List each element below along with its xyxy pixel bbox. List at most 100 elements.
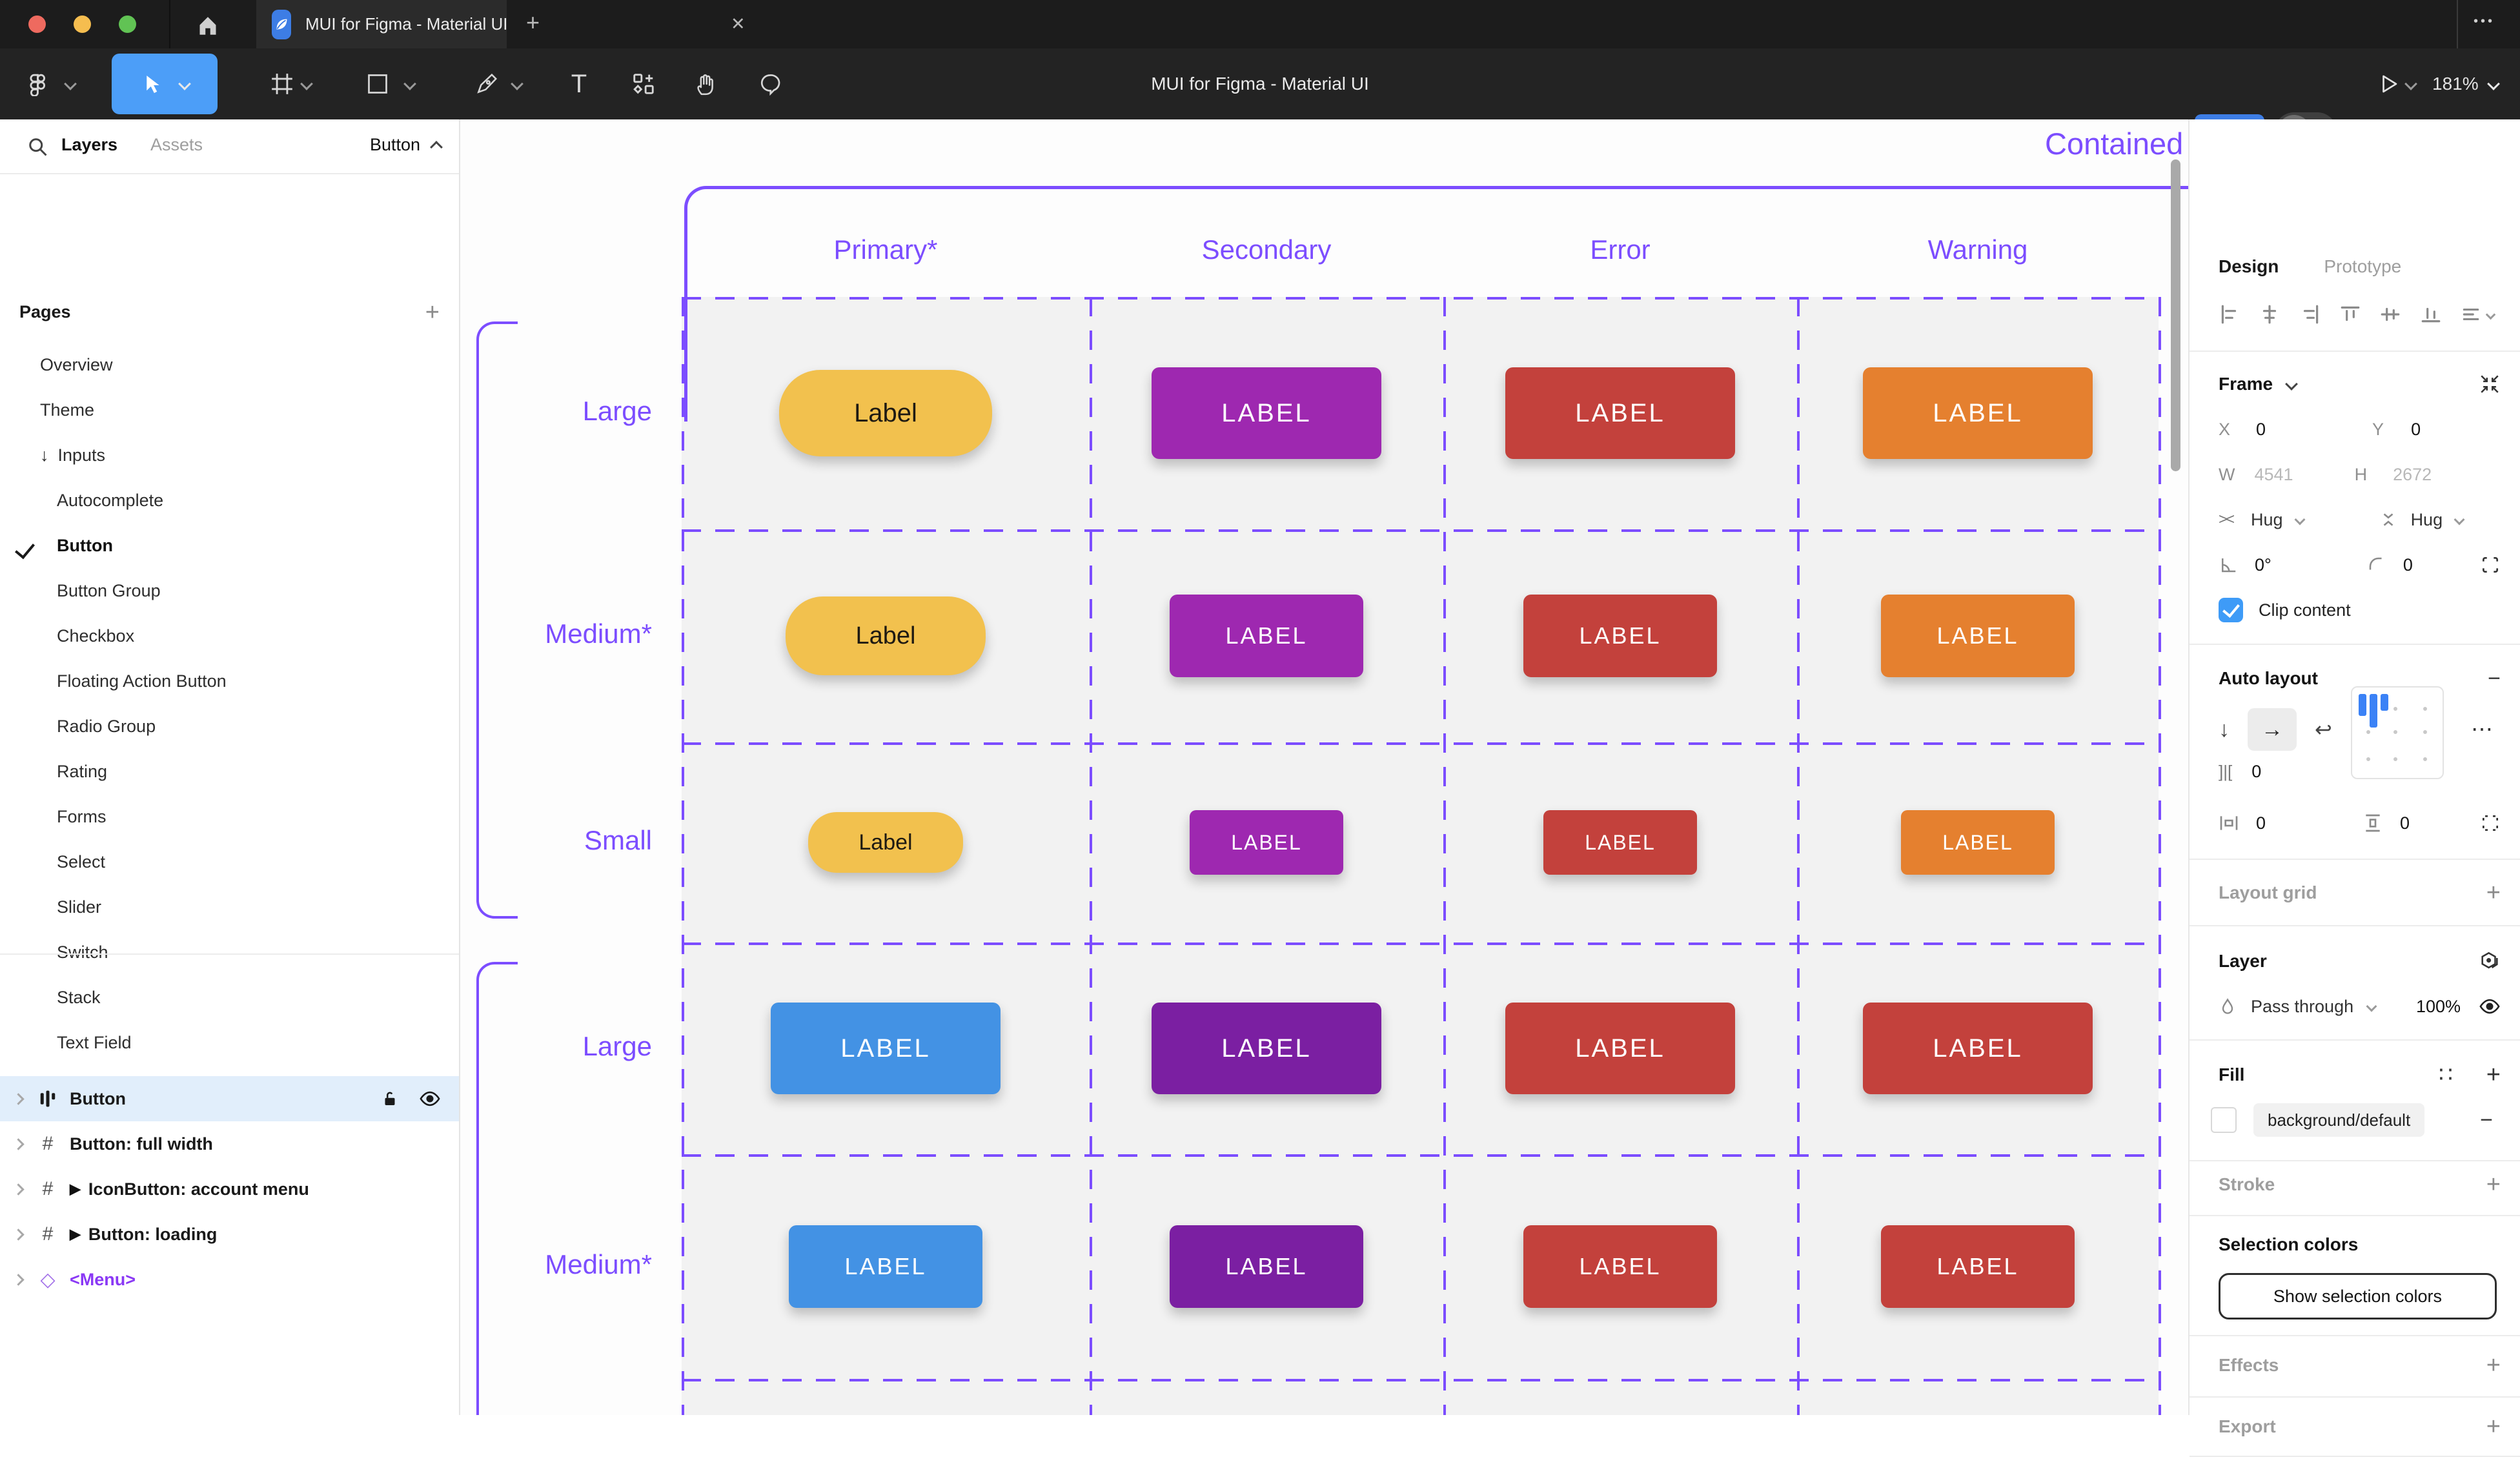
zoom-control[interactable]: 181% bbox=[2432, 48, 2498, 119]
distribute-menu-icon[interactable] bbox=[2460, 303, 2494, 325]
add-page-icon[interactable]: + bbox=[425, 306, 440, 319]
sidebar-page-switch[interactable]: Switch bbox=[0, 930, 459, 975]
x-value[interactable]: 0 bbox=[2256, 420, 2266, 440]
minimize-window-button[interactable] bbox=[74, 15, 91, 33]
new-tab-icon[interactable]: + bbox=[526, 9, 540, 36]
rotation-value[interactable]: 0° bbox=[2255, 555, 2271, 575]
horizontal-padding-value[interactable]: 0 bbox=[2256, 813, 2266, 833]
canvas-button-medium-primary[interactable]: Label bbox=[786, 596, 986, 675]
actions-tool[interactable] bbox=[622, 48, 666, 119]
add-effect-icon[interactable]: + bbox=[2486, 1359, 2501, 1372]
sidebar-page-button[interactable]: Button bbox=[0, 523, 459, 568]
blend-mode-value[interactable]: Pass through bbox=[2251, 997, 2353, 1017]
canvas-button-medium-warning[interactable]: LABEL bbox=[1881, 595, 2075, 677]
sidebar-page-select[interactable]: Select bbox=[0, 839, 459, 884]
add-layout-grid-icon[interactable]: + bbox=[2486, 886, 2501, 899]
expand-chevron-icon[interactable] bbox=[12, 1183, 24, 1195]
hand-tool[interactable] bbox=[684, 48, 727, 119]
align-top-icon[interactable] bbox=[2339, 303, 2361, 325]
sidebar-page-text-field[interactable]: Text Field bbox=[0, 1020, 459, 1065]
tab-assets[interactable]: Assets bbox=[150, 135, 203, 155]
h-value[interactable]: 2672 bbox=[2393, 465, 2432, 485]
frame-type-label[interactable]: Frame bbox=[2219, 374, 2273, 394]
sidebar-page-overview[interactable]: Overview bbox=[0, 342, 459, 387]
layout-wrap-icon[interactable]: ↩ bbox=[2315, 717, 2332, 742]
layer-row-2[interactable]: #▶IconButton: account menu bbox=[0, 1167, 459, 1212]
remove-auto-layout-icon[interactable]: − bbox=[2488, 666, 2501, 691]
align-left-icon[interactable] bbox=[2219, 303, 2241, 325]
gap-value[interactable]: 0 bbox=[2251, 762, 2261, 782]
tab-prototype[interactable]: Prototype bbox=[2324, 256, 2401, 277]
layer-visibility-icon[interactable] bbox=[2479, 995, 2501, 1017]
tab-layers[interactable]: Layers bbox=[61, 135, 117, 155]
window-overflow-menu-icon[interactable]: ••• bbox=[2474, 14, 2495, 29]
canvas-scrollbar[interactable] bbox=[2171, 159, 2180, 471]
independent-corners-icon[interactable] bbox=[2480, 555, 2501, 575]
canvas-button-medium-warning[interactable]: LABEL bbox=[1881, 1225, 2075, 1308]
fill-styles-icon[interactable]: ∷ bbox=[2439, 1062, 2453, 1088]
fill-style-chip[interactable]: background/default bbox=[2253, 1103, 2424, 1137]
component-picker-chevron-icon[interactable] bbox=[430, 141, 443, 154]
sidebar-page-forms[interactable]: Forms bbox=[0, 794, 459, 839]
align-vertical-center-icon[interactable] bbox=[2379, 303, 2401, 325]
sidebar-page-slider[interactable]: Slider bbox=[0, 884, 459, 930]
layer-row-3[interactable]: #▶Button: loading bbox=[0, 1212, 459, 1257]
canvas-button-small-primary[interactable]: Label bbox=[808, 812, 963, 873]
remove-fill-icon[interactable]: − bbox=[2480, 1108, 2493, 1133]
canvas-button-large-error[interactable]: LABEL bbox=[1505, 367, 1735, 459]
sidebar-page-inputs[interactable]: ↓Inputs bbox=[0, 433, 459, 478]
show-selection-colors-button[interactable]: Show selection colors bbox=[2219, 1273, 2497, 1319]
shape-tool[interactable] bbox=[357, 48, 398, 119]
frame-tool-chevron-icon[interactable] bbox=[298, 48, 315, 119]
clip-content-checkbox[interactable] bbox=[2219, 598, 2243, 622]
add-stroke-icon[interactable]: + bbox=[2486, 1178, 2501, 1191]
layer-row-0[interactable]: Button bbox=[0, 1076, 459, 1121]
tab-design[interactable]: Design bbox=[2219, 256, 2279, 277]
canvas-button-medium-error[interactable]: LABEL bbox=[1523, 595, 1717, 677]
canvas-button-large-primary[interactable]: LABEL bbox=[771, 1003, 1001, 1094]
expand-chevron-icon[interactable] bbox=[12, 1093, 24, 1105]
layout-vertical-icon[interactable]: ↓ bbox=[2219, 717, 2230, 742]
move-tool[interactable] bbox=[112, 54, 218, 114]
active-tab[interactable]: MUI for Figma - Material UI ✕ bbox=[256, 0, 507, 48]
canvas-button-large-primary[interactable]: Label bbox=[779, 370, 992, 456]
canvas-button-large-secondary[interactable]: LABEL bbox=[1152, 367, 1381, 459]
expand-chevron-icon[interactable] bbox=[12, 1228, 24, 1240]
auto-layout-more-icon[interactable]: ⋯ bbox=[2471, 717, 2494, 742]
close-window-button[interactable] bbox=[28, 15, 46, 33]
present-chevron-icon[interactable] bbox=[2403, 48, 2419, 119]
y-value[interactable]: 0 bbox=[2411, 420, 2421, 440]
expand-chevron-icon[interactable] bbox=[12, 1138, 24, 1150]
sidebar-page-autocomplete[interactable]: Autocomplete bbox=[0, 478, 459, 523]
corner-radius-value[interactable]: 0 bbox=[2403, 555, 2413, 575]
layer-row-1[interactable]: #Button: full width bbox=[0, 1121, 459, 1167]
canvas-button-large-secondary[interactable]: LABEL bbox=[1152, 1003, 1381, 1094]
search-icon[interactable] bbox=[26, 135, 49, 158]
canvas-button-large-warning[interactable]: LABEL bbox=[1863, 1003, 2093, 1094]
present-button[interactable] bbox=[2370, 48, 2406, 119]
individual-padding-icon[interactable] bbox=[2480, 813, 2501, 833]
canvas-button-large-warning[interactable]: LABEL bbox=[1863, 367, 2093, 459]
canvas-button-small-warning[interactable]: LABEL bbox=[1901, 810, 2055, 875]
canvas-button-medium-secondary[interactable]: LABEL bbox=[1170, 595, 1363, 677]
align-bottom-icon[interactable] bbox=[2420, 303, 2442, 325]
opacity-value[interactable]: 100% bbox=[2416, 997, 2461, 1017]
collapse-panel-icon[interactable] bbox=[2479, 373, 2501, 395]
canvas-button-medium-primary[interactable]: LABEL bbox=[789, 1225, 982, 1308]
shape-tool-chevron-icon[interactable] bbox=[401, 48, 418, 119]
add-export-icon[interactable]: + bbox=[2486, 1420, 2501, 1433]
pen-tool[interactable] bbox=[466, 48, 507, 119]
sidebar-page-checkbox[interactable]: Checkbox bbox=[0, 613, 459, 658]
text-tool[interactable]: T bbox=[560, 48, 598, 119]
layer-row-4[interactable]: ◇<Menu> bbox=[0, 1257, 459, 1302]
frame-tool[interactable] bbox=[261, 48, 303, 119]
w-value[interactable]: 4541 bbox=[2254, 465, 2293, 485]
sidebar-page-stack[interactable]: Stack bbox=[0, 975, 459, 1020]
sidebar-page-floating-action-button[interactable]: Floating Action Button bbox=[0, 658, 459, 704]
section-title[interactable]: Contained bbox=[2045, 126, 2183, 161]
align-horizontal-center-icon[interactable] bbox=[2259, 303, 2281, 325]
vertical-sizing-value[interactable]: Hug bbox=[2411, 510, 2443, 530]
align-right-icon[interactable] bbox=[2299, 303, 2321, 325]
component-picker[interactable]: Button bbox=[370, 135, 420, 155]
sidebar-page-button-group[interactable]: Button Group bbox=[0, 568, 459, 613]
